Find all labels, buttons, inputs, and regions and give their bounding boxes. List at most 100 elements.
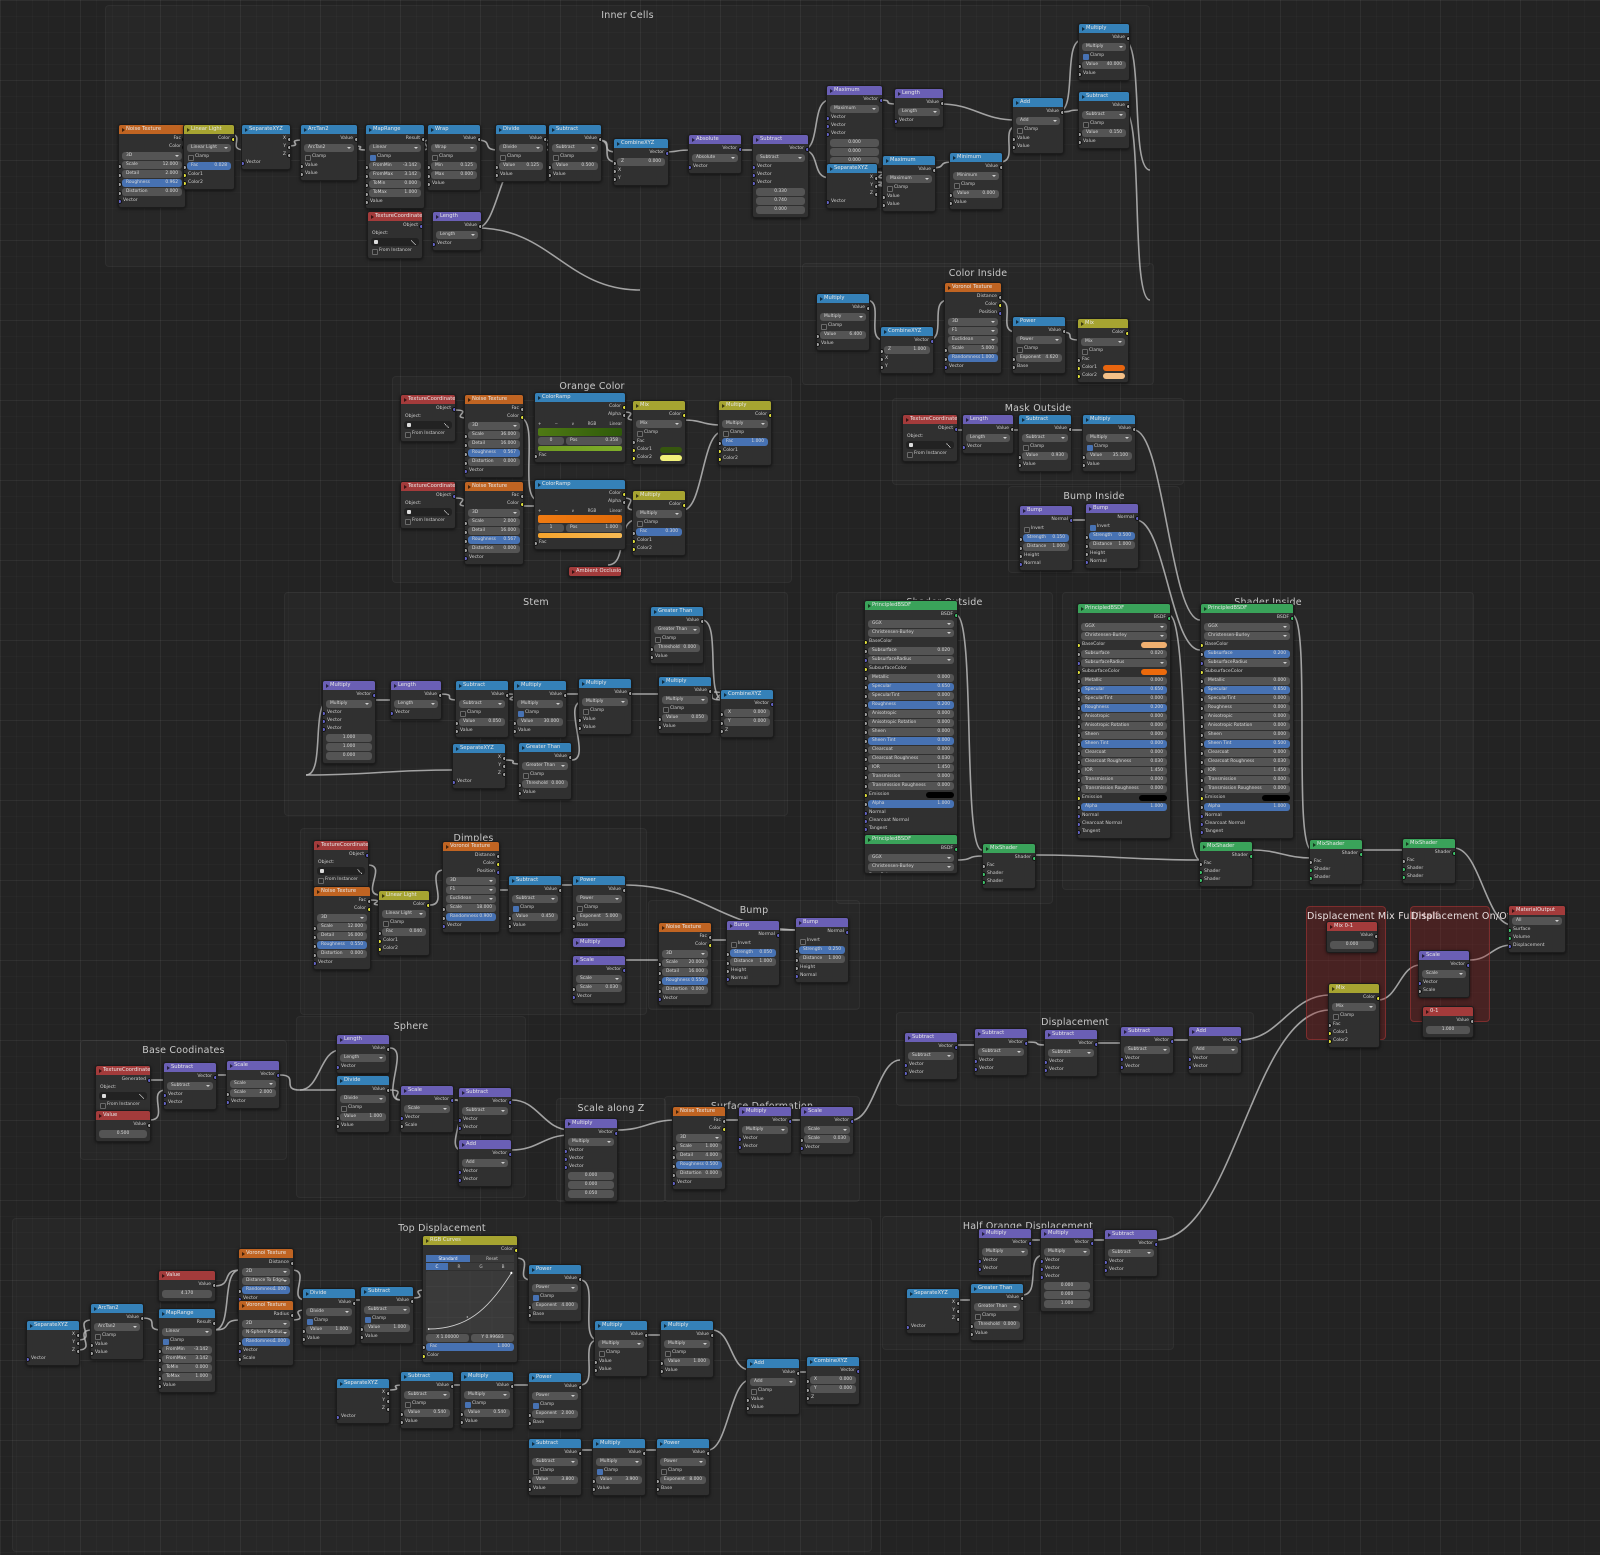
- socket-green[interactable]: [1248, 854, 1252, 860]
- ramp-tool[interactable]: +: [538, 421, 542, 426]
- checkbox-clamp[interactable]: Clamp: [750, 1387, 796, 1395]
- curve-channel-G[interactable]: G: [470, 1263, 492, 1270]
- output-normal[interactable]: Normal: [727, 931, 779, 939]
- socket-blue[interactable]: [659, 997, 663, 1003]
- output-result[interactable]: Result: [159, 1319, 215, 1327]
- bsdf-input-basecolor[interactable]: BaseColor: [865, 872, 957, 873]
- input-value[interactable]: Value: [361, 1333, 413, 1341]
- output-y[interactable]: Y: [337, 1397, 389, 1405]
- output-value[interactable]: Value: [549, 135, 601, 143]
- socket-yellow[interactable]: [379, 947, 383, 953]
- checkbox-clamp[interactable]: Clamp: [404, 1400, 450, 1408]
- dropdown[interactable]: GGX: [868, 620, 954, 628]
- input-vector[interactable]: Vector: [905, 1069, 957, 1077]
- output-vector[interactable]: Vector: [1045, 1040, 1097, 1048]
- output-shader[interactable]: Shader: [1403, 849, 1455, 857]
- socket-blue[interactable]: [1020, 562, 1024, 568]
- output-value[interactable]: Value: [496, 135, 546, 143]
- node-header[interactable]: Bump: [1086, 504, 1138, 513]
- socket-gray[interactable]: [519, 407, 523, 413]
- output-color[interactable]: Color: [633, 411, 685, 419]
- socket-green[interactable]: [953, 847, 957, 853]
- dropdown[interactable]: Divide: [499, 144, 543, 152]
- dropdown[interactable]: Greater Than: [974, 1303, 1020, 1311]
- output-vector[interactable]: Vector: [721, 700, 773, 708]
- input-vector[interactable]: Vector: [323, 717, 375, 725]
- bsdf-input-subsurfacecolor[interactable]: SubsurfaceColor: [1078, 668, 1170, 676]
- socket-blue[interactable]: [164, 1101, 168, 1107]
- socket-blue[interactable]: [1465, 963, 1469, 969]
- socket-blue[interactable]: [451, 407, 455, 413]
- socket-blue[interactable]: [146, 1078, 150, 1084]
- socket-yellow[interactable]: [423, 1354, 427, 1360]
- dropdown[interactable]: ArcTan2: [304, 144, 354, 152]
- checkbox-clamp[interactable]: Clamp: [382, 919, 426, 927]
- socket-gray[interactable]: [721, 729, 725, 735]
- socket-gray[interactable]: [529, 1421, 533, 1427]
- checkbox-clamp[interactable]: Clamp: [162, 1337, 212, 1345]
- socket-gray[interactable]: [504, 693, 508, 699]
- socket-gray[interactable]: [366, 200, 370, 206]
- socket-yellow[interactable]: [633, 547, 637, 553]
- frame-bump[interactable]: Bump: [648, 900, 860, 1010]
- output-z[interactable]: Z: [827, 190, 877, 198]
- socket-gray[interactable]: [437, 693, 441, 699]
- checkbox-clamp[interactable]: Clamp: [1016, 126, 1060, 134]
- input-color2[interactable]: Color2: [1329, 1037, 1379, 1045]
- input-base[interactable]: Base: [529, 1311, 581, 1319]
- output-value[interactable]: Value: [433, 222, 481, 230]
- socket-gray[interactable]: [873, 176, 877, 182]
- socket-gray[interactable]: [514, 729, 518, 735]
- bsdf-input-subsurfaceradius[interactable]: SubsurfaceRadius: [1201, 659, 1293, 667]
- socket-gray[interactable]: [883, 195, 887, 201]
- dropdown[interactable]: Christensen-Burley: [868, 629, 954, 637]
- socket-gray[interactable]: [795, 1371, 799, 1377]
- socket-gray[interactable]: [337, 1124, 341, 1130]
- output-value[interactable]: Value: [1019, 425, 1071, 433]
- output-vector[interactable]: Vector: [573, 966, 625, 974]
- node-header[interactable]: Length: [963, 415, 1013, 424]
- ramp-tool[interactable]: +: [538, 508, 542, 513]
- dropdown[interactable]: Christensen-Burley: [1081, 632, 1167, 640]
- node-header[interactable]: Length: [433, 212, 481, 221]
- socket-green[interactable]: [953, 613, 957, 619]
- input-color1[interactable]: Color1: [184, 171, 234, 179]
- node-header[interactable]: Multiply: [323, 681, 375, 690]
- output-value[interactable]: Value: [337, 1086, 389, 1094]
- input-value[interactable]: Value: [595, 1366, 647, 1374]
- node-header[interactable]: Add: [1013, 98, 1063, 107]
- output-value[interactable]: Value: [1079, 102, 1129, 110]
- frame-stem[interactable]: Stem: [284, 592, 788, 816]
- input-height[interactable]: Height: [1020, 552, 1072, 560]
- checkbox-clamp[interactable]: Clamp: [304, 153, 354, 161]
- node-header[interactable]: Multiply: [979, 1229, 1031, 1238]
- socket-blue[interactable]: [844, 930, 848, 936]
- socket-blue[interactable]: [1237, 1039, 1241, 1045]
- socket-yellow[interactable]: [633, 539, 637, 545]
